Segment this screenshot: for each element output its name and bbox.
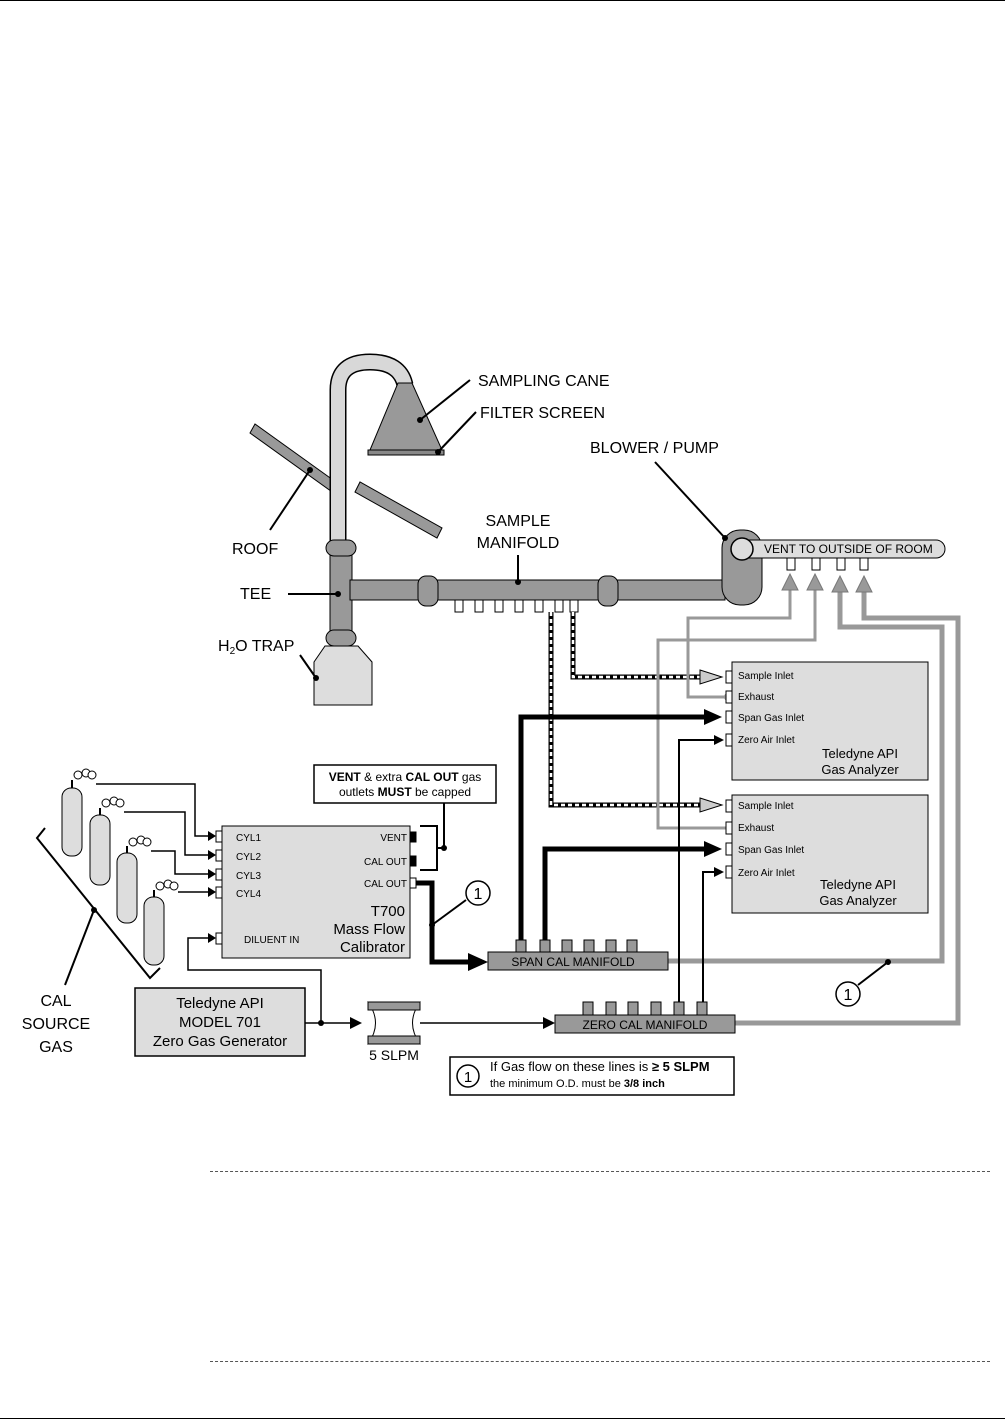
vent-capped-note: VENT & extra CAL OUT gas outlets MUST be… [313,764,497,804]
svg-text:VENT & extra CAL OUT gas: VENT & extra CAL OUT gas [329,770,482,784]
callout-1-left-num: 1 [474,886,483,903]
h2o-trap-label: H2O TRAP [218,638,294,657]
exhaust-lines [656,588,817,830]
top-rule [0,0,1005,1]
blower-pump [721,529,946,606]
cal-source-label-1: CAL [40,993,71,1010]
filter-screen-label: FILTER SCREEN [480,405,605,422]
sample-manifold [417,575,726,613]
analyzer2-port-exhaust: Exhaust [738,823,774,834]
analyzer1-port-span: Span Gas Inlet [738,713,804,724]
zero-gen-line-1: Teledyne API [176,995,264,1012]
t700-calibrator: CYL1 CYL2 CYL3 CYL4 DILUENT IN VENT CAL … [215,825,417,959]
leader-lines [269,379,726,848]
gas-analyzer-2: Sample Inlet Exhaust Span Gas Inlet Zero… [725,794,929,914]
flow-note-size: 3/8 inch [624,1078,665,1090]
tee-assembly [313,539,441,706]
blower-pump-label: BLOWER / PUMP [590,440,719,457]
cal-port-cyl2: CYL2 [236,852,261,863]
cal-port-cal-out-2: CAL OUT [364,879,407,890]
cal-source-label-3: GAS [39,1039,73,1056]
zero-cal-manifold: ZERO CAL MANIFOLD [554,1001,736,1034]
capped-outlets-bracket [420,825,438,871]
cylinder-lines [96,783,210,893]
flow-restrictor: 5 SLPM [367,1001,421,1063]
analyzer1-name-1: Teledyne API [822,746,898,761]
flow-note-num: 1 [464,1069,472,1086]
analyzer2-name-1: Teledyne API [820,877,896,892]
cylinder-2 [89,796,125,886]
vent-note-calout: CAL OUT [405,770,459,784]
span-manifold-label: SPAN CAL MANIFOLD [511,955,635,969]
calibrator-name-2: Mass Flow [333,921,405,938]
flow-note-line1: If Gas flow on these lines is [490,1059,652,1074]
vent-note-capped: be capped [412,785,471,799]
h2o-trap-h: H [218,638,230,655]
analyzer2-port-zero: Zero Air Inlet [738,868,795,879]
cal-port-cal-out-1: CAL OUT [364,857,407,868]
flow-note-5slpm: ≥ 5 SLPM [652,1059,710,1074]
cal-port-cyl4: CYL4 [236,889,261,900]
vent-outside-label: VENT TO OUTSIDE OF ROOM [764,542,933,556]
zero-air-supply-lines [187,937,545,1024]
zero-gen-line-2: MODEL 701 [179,1014,261,1031]
cylinder-3 [116,835,152,924]
callout-1-left [465,880,491,906]
cylinder-1 [61,768,97,857]
calibrator-name-3: Calibrator [340,939,405,956]
cal-port-vent: VENT [380,833,407,844]
cal-source-cylinders [61,768,179,966]
gas-analyzer-1: Sample Inlet Exhaust Span Gas Inlet Zero… [725,661,929,781]
zero-manifold-label: ZERO CAL MANIFOLD [583,1018,708,1032]
sample-manifold-label-1: SAMPLE [486,513,551,530]
analyzer1-port-zero: Zero Air Inlet [738,735,795,746]
analyzer1-port-exhaust: Exhaust [738,692,774,703]
flow-5slpm-label: 5 SLPM [369,1047,419,1063]
h2o-trap-rest: O TRAP [235,638,294,655]
analyzer1-name-2: Gas Analyzer [821,762,899,777]
flow-size-note: 1 If Gas flow on these lines is ≥ 5 SLPM… [449,1056,735,1096]
roof-label: ROOF [232,541,278,558]
tee-label: TEE [240,586,271,603]
vent-note-vent: VENT [329,770,362,784]
cylinder-4 [143,879,179,966]
svg-text:If Gas flow on these lines is: If Gas flow on these lines is ≥ 5 SLPM [490,1059,710,1074]
vent-note-gas: gas [459,770,482,784]
svg-text:outlets MUST be capped: outlets MUST be capped [339,785,471,799]
analyzer2-name-2: Gas Analyzer [819,893,897,908]
zero-air-lines [678,739,716,1002]
sampling-cane [329,353,445,545]
cal-out-line [416,880,470,965]
sample-lines [548,612,724,813]
span-gas-lines [518,714,706,940]
analyzer1-port-sample: Sample Inlet [738,671,794,682]
zero-gas-generator: Teledyne API MODEL 701 Zero Gas Generato… [134,987,306,1057]
dash-separator-bottom [210,1361,990,1362]
span-cal-manifold: SPAN CAL MANIFOLD [487,939,669,971]
sample-manifold-label-2: MANIFOLD [477,535,560,552]
bottom-rule [0,1418,1005,1419]
manifold-vent-lines [668,590,961,1026]
cal-port-cyl3: CYL3 [236,871,261,882]
analyzer2-port-sample: Sample Inlet [738,801,794,812]
dash-separator-top [210,1171,990,1172]
vent-note-must: MUST [378,785,413,799]
vent-note-mid: & extra [361,770,406,784]
callout-1-right [835,981,861,1007]
svg-text:the minimum O.D. must be 3/8 i: the minimum O.D. must be 3/8 inch [490,1078,665,1090]
h2o-trap-sub: 2 [230,646,236,657]
calibrator-name-1: T700 [371,903,405,920]
callout-1-right-num: 1 [844,987,853,1004]
cal-port-cyl1: CYL1 [236,833,261,844]
vent-note-outlets: outlets [339,785,378,799]
zero-gen-line-3: Zero Gas Generator [153,1033,287,1050]
cal-source-label-2: SOURCE [22,1016,90,1033]
analyzer2-port-span: Span Gas Inlet [738,845,804,856]
cal-port-diluent: DILUENT IN [244,935,299,946]
sampling-cane-label: SAMPLING CANE [478,373,610,390]
flow-note-line2: the minimum O.D. must be [490,1078,624,1090]
